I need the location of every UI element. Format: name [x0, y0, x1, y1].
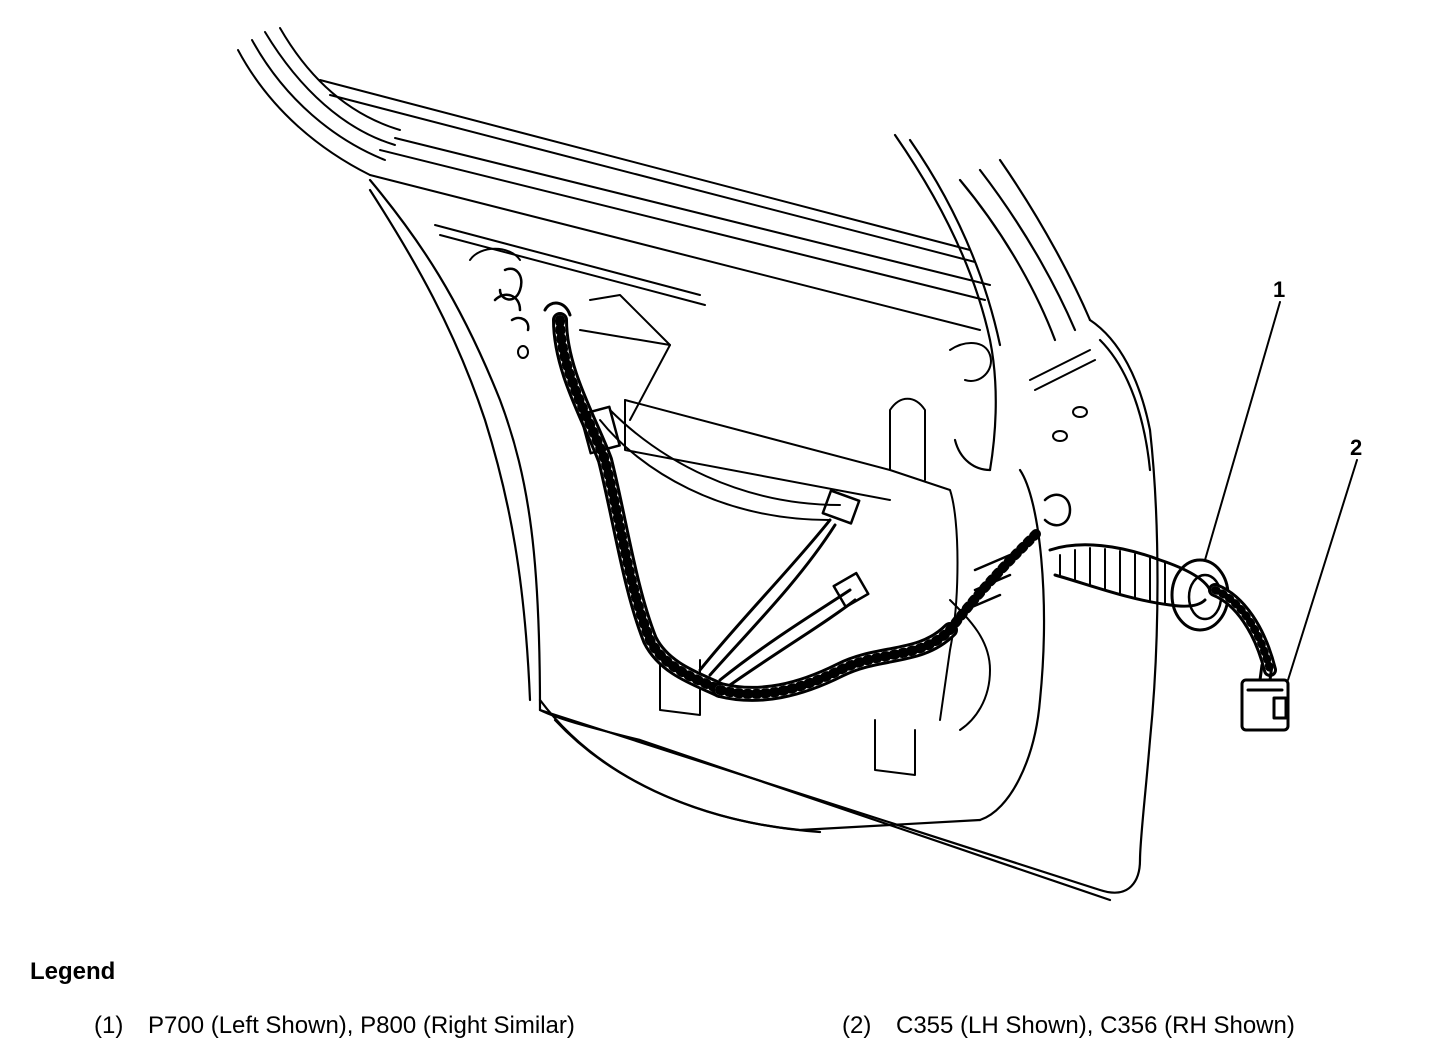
- callout-leaders: [1204, 301, 1358, 681]
- legend-item-1: (1) P700 (Left Shown), P800 (Right Simila…: [94, 1012, 575, 1040]
- callout-2-number: 2: [1350, 435, 1362, 460]
- legend-item-2: (2) C355 (LH Shown), C356 (RH Shown): [842, 1012, 1295, 1040]
- wiring-harness: [543, 301, 1045, 702]
- legend-item-1-number: (1): [94, 1012, 124, 1039]
- harness-clips: [493, 267, 1072, 612]
- callout-1-number: 1: [1273, 277, 1285, 302]
- connector-c355: [1240, 663, 1290, 732]
- door-wiring-illustration: 1 2: [237, 27, 1362, 902]
- inner-panel: [434, 224, 1096, 776]
- window-frame: [237, 27, 991, 331]
- callout-2-leader: [1287, 459, 1358, 681]
- legend-item-1-text: P700 (Left Shown), P800 (Right Similar): [148, 1012, 575, 1039]
- door-grommet: [1048, 543, 1277, 677]
- callout-1-leader: [1204, 301, 1281, 561]
- legend-title: Legend: [30, 958, 116, 985]
- legend-item-2-number: (2): [842, 1012, 872, 1039]
- door-shell: [368, 133, 1159, 902]
- legend-item-2-text: C355 (LH Shown), C356 (RH Shown): [896, 1012, 1295, 1039]
